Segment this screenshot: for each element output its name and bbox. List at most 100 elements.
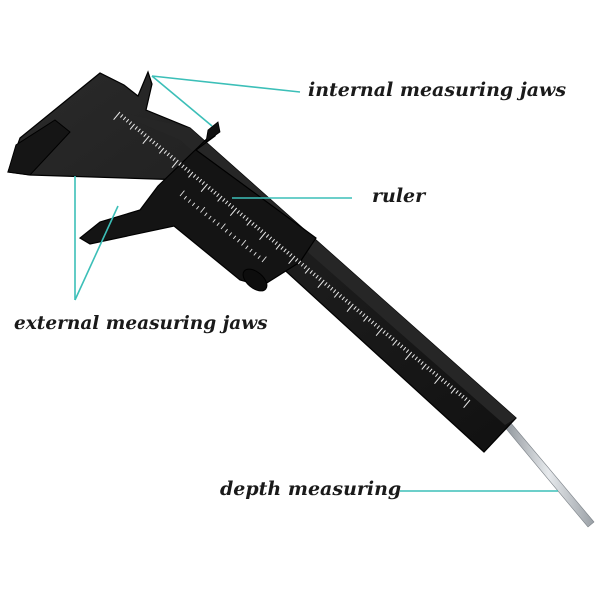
main-scale-tick: [222, 198, 226, 202]
vernier-scale-tick: [196, 205, 200, 210]
vernier-scale-tick: [183, 195, 187, 200]
main-scale-tick: [230, 205, 235, 210]
main-scale-tick: [338, 294, 343, 298]
main-scale-tick: [376, 325, 380, 330]
main-scale-tick: [225, 200, 229, 205]
main-scale-tick: [171, 159, 179, 169]
main-scale-tick: [274, 241, 278, 246]
main-scale-tick: [318, 277, 322, 282]
main-scale-tick: [259, 231, 267, 241]
leader-internal-2: [151, 75, 301, 93]
label-ruler: ruler: [372, 185, 426, 207]
main-scale-tick: [435, 373, 439, 378]
main-scale-tick: [315, 274, 319, 279]
main-scale-tick: [391, 337, 395, 342]
main-scale-tick: [382, 330, 386, 334]
main-scale-tick: [464, 397, 468, 402]
main-scale-tick: [402, 346, 407, 351]
main-scale-tick: [184, 166, 188, 171]
vernier-scale-tick: [237, 238, 241, 243]
main-scale-tick: [227, 202, 232, 207]
main-scale-tick: [143, 133, 147, 138]
main-scale-tick: [257, 226, 261, 231]
main-scale-tick: [260, 229, 264, 234]
vernier-scale-tick: [187, 199, 192, 203]
vernier-scale-tick: [220, 223, 226, 230]
main-scale-tick: [195, 176, 200, 181]
main-scale-tick: [142, 135, 150, 145]
main-scale-tick: [216, 193, 220, 198]
main-scale-tick: [242, 214, 246, 219]
main-scale-tick: [163, 150, 168, 154]
main-scale-tick: [254, 224, 258, 229]
main-scale-tick: [426, 366, 430, 370]
main-scale-tick: [353, 306, 357, 310]
vernier-scale-tick: [228, 232, 233, 236]
main-scale-tick: [346, 303, 354, 313]
main-scale-tick: [297, 260, 302, 265]
main-scale-tick: [210, 188, 214, 193]
main-scale-tick: [181, 164, 185, 169]
main-scale-tick: [443, 380, 448, 385]
main-scale-tick: [324, 282, 328, 286]
main-scale-tick: [113, 111, 121, 121]
main-scale-tick: [385, 332, 389, 337]
main-scale-tick: [344, 298, 348, 303]
main-scale-tick: [421, 363, 427, 370]
main-scale-tick: [236, 210, 240, 214]
main-scale-tick: [217, 195, 223, 202]
main-scale-tick: [455, 390, 459, 394]
vernier-scale-tick: [204, 212, 208, 217]
main-scale-tick: [309, 270, 313, 274]
main-scale-tick: [359, 310, 363, 315]
main-scale-tick: [397, 342, 401, 346]
beam-top-face: [110, 110, 516, 425]
vernier-scale-tick: [224, 228, 228, 233]
vernier-scale-tick: [261, 256, 267, 263]
main-scale-tick: [169, 154, 173, 159]
main-scale-tick: [229, 207, 238, 217]
main-scale-tick: [400, 344, 404, 349]
main-scale-tick: [134, 126, 138, 130]
main-scale-tick: [137, 128, 141, 133]
main-scale-tick: [200, 183, 208, 193]
vernier-scale-tick: [257, 255, 261, 259]
vernier-scale-tick: [216, 222, 220, 226]
main-scale-tick: [129, 123, 135, 130]
main-beam: [7, 70, 517, 453]
main-scale-tick: [420, 361, 424, 366]
vernier-scale-tick: [179, 190, 185, 197]
main-scale-tick: [440, 378, 445, 382]
main-scale-tick: [429, 368, 433, 373]
main-scale-tick: [213, 190, 217, 195]
main-scale-ticks: [113, 111, 471, 409]
main-scale-tick: [286, 250, 290, 255]
main-scale-tick: [392, 339, 398, 346]
main-scale-tick: [268, 236, 273, 241]
main-scale-tick: [188, 171, 194, 178]
main-scale-tick: [327, 284, 331, 289]
main-scale-tick: [155, 142, 159, 147]
main-scale-tick: [280, 246, 284, 250]
main-scale-tick: [207, 186, 211, 190]
vernier-scale-tick: [232, 235, 237, 240]
main-scale-tick: [245, 217, 249, 222]
main-scale-tick: [288, 255, 296, 265]
main-scale-tick: [122, 116, 127, 121]
main-scale-tick: [341, 296, 345, 301]
main-scale-tick: [362, 313, 366, 318]
main-scale-tick: [192, 174, 197, 178]
main-scale-tick: [332, 289, 337, 294]
main-scale-tick: [449, 385, 453, 390]
main-scale-tick: [178, 162, 182, 166]
main-scale-tick: [312, 272, 316, 277]
main-scale-tick: [446, 382, 450, 387]
main-scale-tick: [414, 356, 418, 361]
leader-lines: [74, 75, 558, 492]
fixed-external-jaw: [7, 119, 71, 176]
label-depth-measuring: depth measuring: [220, 478, 402, 500]
vernier-scale-tick: [200, 206, 206, 213]
vernier-scale-tick: [249, 248, 253, 253]
main-scale-tick: [432, 370, 436, 375]
